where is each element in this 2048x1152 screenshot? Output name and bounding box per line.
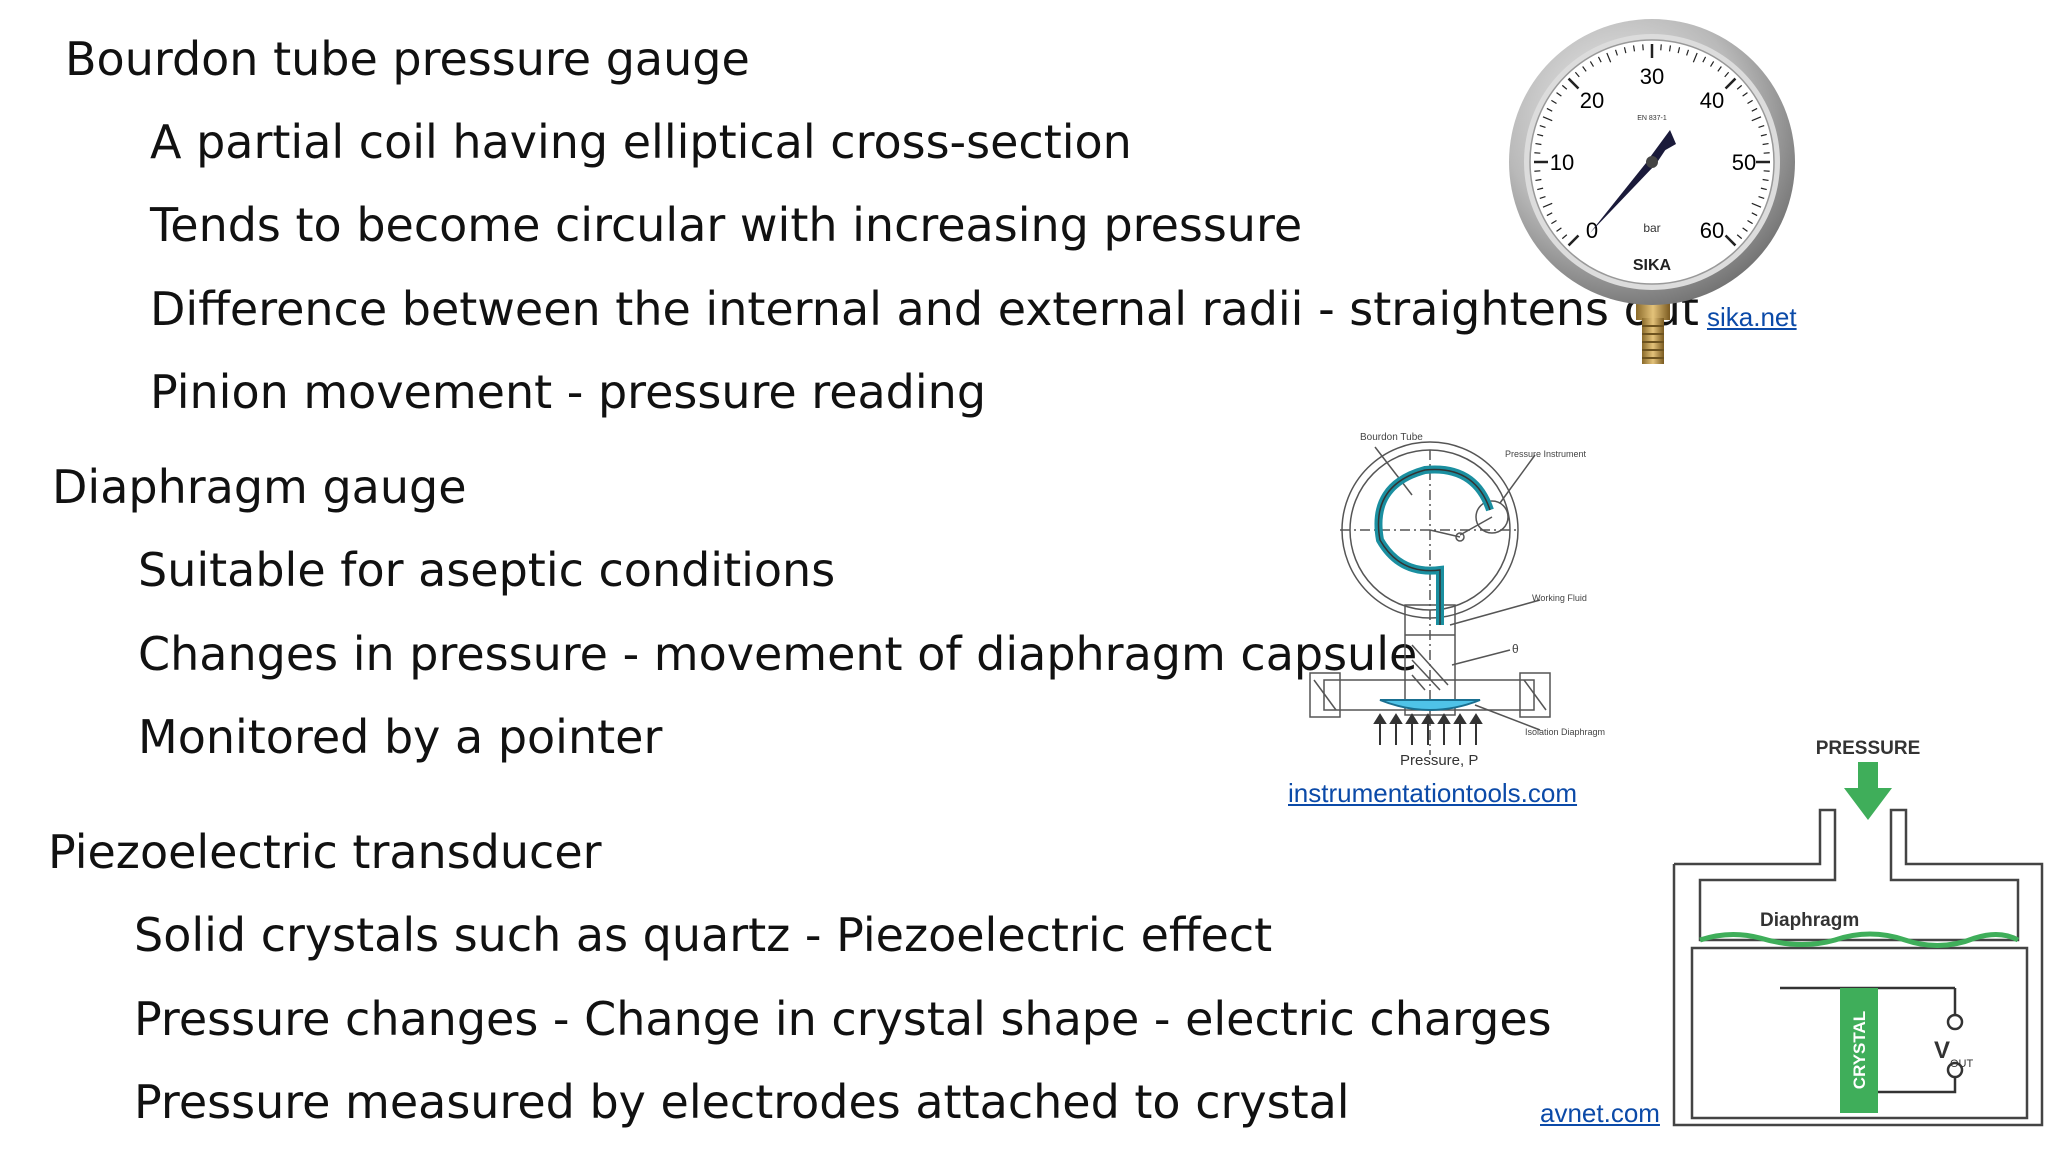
gauge-needle	[1590, 146, 1668, 233]
gauge-tick	[1614, 49, 1618, 56]
gauge-tick	[1747, 220, 1753, 225]
gauge-tick	[1760, 187, 1767, 191]
gauge-tick	[1717, 66, 1722, 72]
label-crystal: CRYSTAL	[1850, 1011, 1869, 1089]
gauge-tick	[1561, 234, 1568, 240]
gauge-tick	[1606, 52, 1612, 63]
gauge-tick	[1574, 71, 1580, 78]
bullet-piezo-1: Solid crystals such as quartz - Piezoele…	[134, 908, 1273, 962]
pressure-arrow-icon	[1844, 788, 1892, 820]
gauge-tick	[1742, 92, 1748, 97]
gauge-tick	[1542, 202, 1553, 208]
label-bourdon-tube: Bourdon Tube	[1360, 432, 1423, 443]
gauge-standard: EN 837-1	[1637, 115, 1667, 122]
gauge-tick	[1751, 202, 1762, 208]
bullet-diaphragm-2: Changes in pressure - movement of diaphr…	[138, 627, 1418, 681]
gauge-tick	[1597, 56, 1602, 63]
gauge-tick	[1632, 45, 1636, 52]
bullet-bourdon-3: Difference between the internal and exte…	[150, 282, 1699, 336]
gauge-tick	[1537, 187, 1544, 191]
gauge-unit: bar	[1643, 221, 1660, 235]
label-pressure: PRESSURE	[1816, 738, 1921, 759]
label-vout: V	[1934, 1037, 1950, 1064]
gauge-tick	[1751, 116, 1762, 122]
terminal-top-icon	[1946, 1013, 1964, 1031]
gauge-tick	[1589, 61, 1594, 67]
gauge-label-10: 10	[1550, 150, 1574, 175]
gauge-tick	[1736, 234, 1743, 240]
gauge-tick	[1551, 99, 1557, 104]
gauge-tick	[1556, 227, 1562, 232]
gauge-brand-logo: SIKA	[1633, 257, 1672, 274]
gauge-tick	[1724, 71, 1730, 78]
label-angle: θ	[1512, 642, 1519, 656]
label-pressure-p: Pressure, P	[1400, 752, 1478, 769]
gauge-tick	[1535, 142, 1542, 146]
pressure-gauge-image: 0 10 20 30 40 50 60 EN 837-1 bar SIKA	[1509, 19, 1795, 364]
bullet-diaphragm-3: Monitored by a pointer	[138, 710, 663, 764]
crystal-block	[1840, 988, 1878, 1113]
label-pressure-instrument: Pressure Instrument	[1505, 449, 1587, 459]
heading-diaphragm: Diaphragm gauge	[52, 460, 467, 514]
gauge-tick	[1742, 227, 1748, 232]
gauge-tick	[1760, 133, 1767, 137]
gauge-tick	[1582, 66, 1587, 72]
bourdon-tube-diagram: Bourdon Tube Pressure Instrument Working…	[1309, 432, 1605, 769]
gauge-tick	[1724, 77, 1737, 90]
gauge-tick	[1535, 178, 1542, 182]
gauge-tick	[1710, 61, 1715, 67]
gauge-tick	[1747, 99, 1753, 104]
gauge-tick	[1751, 107, 1758, 112]
gauge-label-50: 50	[1732, 150, 1756, 175]
bullet-piezo-3: Pressure measured by electrodes attached…	[134, 1075, 1350, 1129]
gauge-tick	[1539, 196, 1546, 200]
isolation-diaphragm	[1379, 699, 1481, 711]
gauge-tick	[1668, 45, 1672, 52]
gauge-label-40: 40	[1700, 88, 1724, 113]
gauge-tick	[1686, 49, 1690, 56]
gauge-tick	[1546, 212, 1553, 217]
gauge-tick	[1623, 47, 1627, 54]
piezoelectric-diagram: PRESSURE Diaphragm CRYSTAL V OUT	[1672, 738, 2044, 1127]
gauge-tick	[1561, 84, 1568, 90]
gauge-label-20: 20	[1580, 88, 1604, 113]
gauge-tick	[1736, 84, 1743, 90]
bullet-bourdon-4: Pinion movement - pressure reading	[150, 365, 987, 419]
diaphragm-membrane	[1699, 931, 2020, 949]
gauge-tick	[1758, 196, 1765, 200]
gauge-tick	[1751, 212, 1758, 217]
label-diaphragm: Diaphragm	[1760, 910, 1859, 931]
bullet-piezo-2: Pressure changes - Change in crystal sha…	[134, 992, 1552, 1046]
gauge-tick	[1677, 47, 1681, 54]
gauge-tick	[1762, 178, 1769, 182]
gauge-label-60: 60	[1700, 218, 1724, 243]
label-vout-sub: OUT	[1950, 1058, 1974, 1070]
gauge-tick	[1556, 92, 1562, 97]
gauge-label-30: 30	[1640, 64, 1664, 89]
bullet-diaphragm-1: Suitable for aseptic conditions	[138, 543, 836, 597]
gauge-tick	[1542, 116, 1553, 122]
gauge-tick	[1724, 234, 1737, 247]
gauge-tick	[1567, 77, 1580, 90]
credit-instrumentationtools-link[interactable]: instrumentationtools.com	[1288, 778, 1578, 808]
credit-avnet-link[interactable]: avnet.com	[1540, 1098, 1660, 1128]
bullet-bourdon-2: Tends to become circular with increasing…	[150, 198, 1303, 252]
gauge-tick	[1702, 56, 1707, 63]
gauge-tick	[1546, 107, 1553, 112]
label-working-fluid: Working Fluid	[1532, 593, 1587, 603]
gauge-tick	[1692, 52, 1698, 63]
heading-bourdon: Bourdon tube pressure gauge	[65, 32, 750, 86]
gauge-tick	[1758, 124, 1765, 128]
heading-piezo: Piezoelectric transducer	[48, 825, 602, 879]
gauge-tick	[1539, 124, 1546, 128]
gauge-tick	[1551, 220, 1557, 225]
label-isolation-diaphragm: Isolation Diaphragm	[1525, 727, 1605, 737]
gauge-tick	[1537, 133, 1544, 137]
bullet-bourdon-1: A partial coil having elliptical cross-s…	[150, 115, 1132, 169]
credit-sika-link[interactable]: sika.net	[1707, 302, 1797, 332]
gauge-tick	[1567, 234, 1580, 247]
gauge-tick	[1762, 142, 1769, 146]
